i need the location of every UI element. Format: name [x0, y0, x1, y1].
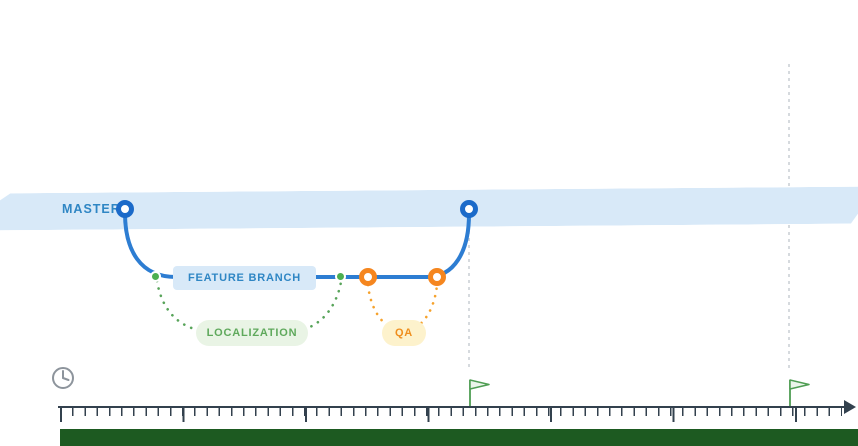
clock-icon: [52, 367, 74, 389]
timeline-arrow-icon: [844, 400, 856, 414]
bottom-green-bar: [60, 429, 858, 446]
branch-point-localization-in: [335, 271, 346, 282]
branch-point-localization-out: [150, 271, 161, 282]
master-label: MASTER: [62, 202, 121, 216]
merge-node-qa-out: [359, 268, 377, 286]
timeline-major-ticks: [60, 407, 798, 422]
localization-branch-label: LOCALIZATION: [196, 320, 308, 346]
commit-node-master-1: [116, 200, 134, 218]
milestone-flag-icon-1: [469, 379, 490, 407]
qa-branch-label: QA: [382, 320, 426, 346]
qa-branch-line: [366, 283, 439, 333]
merge-node-qa-in: [428, 268, 446, 286]
commit-node-master-2: [460, 200, 478, 218]
feature-branch-label: FEATURE BRANCH: [173, 266, 316, 290]
milestone-flag-icon-2: [789, 379, 810, 407]
